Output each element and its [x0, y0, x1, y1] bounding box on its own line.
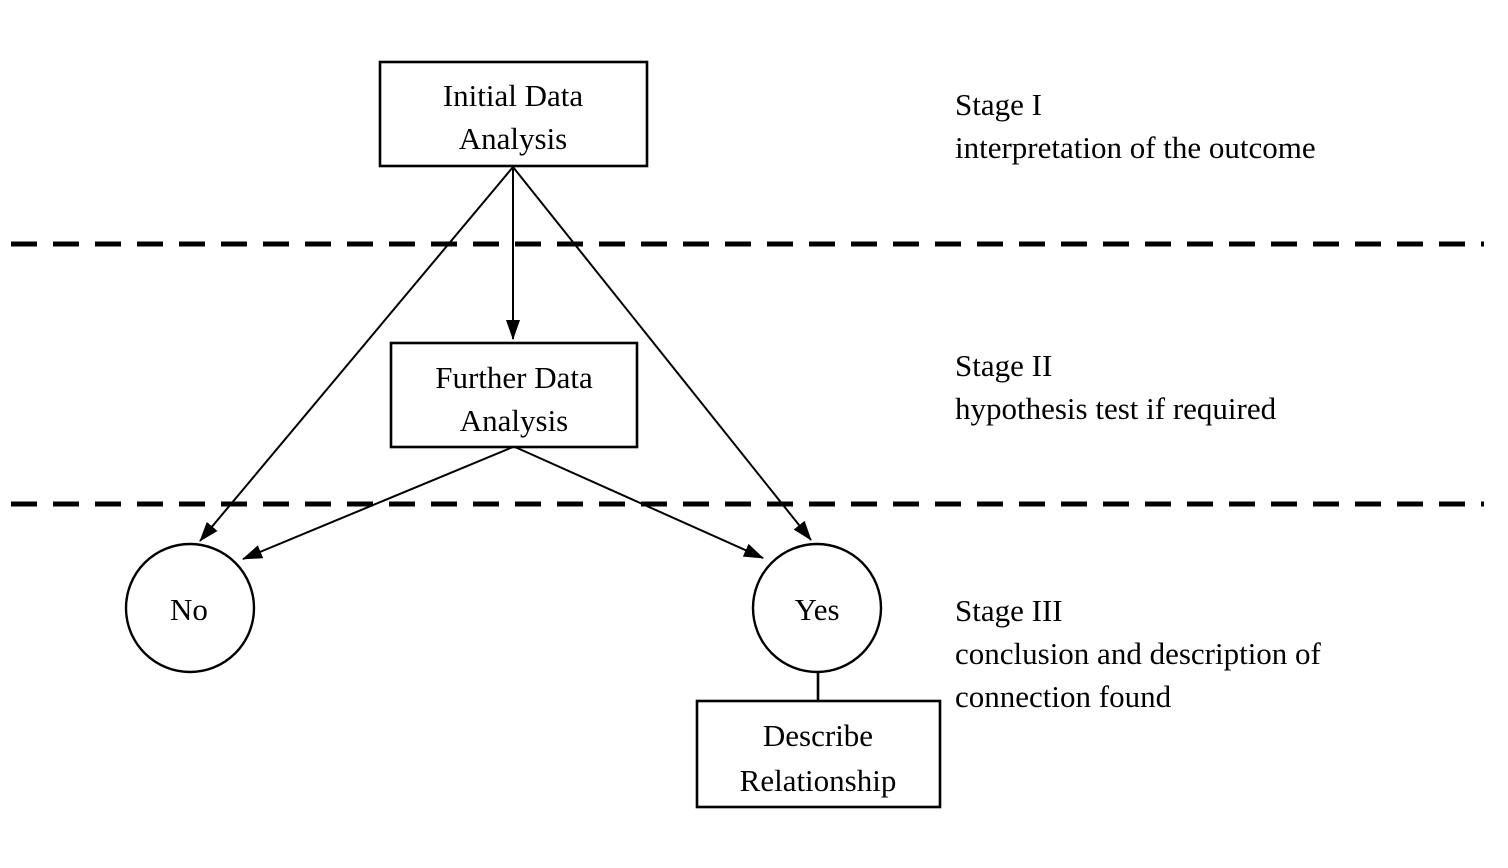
stage-1-description: interpretation of the outcome [955, 130, 1316, 165]
no-label: No [170, 592, 208, 627]
initial-data-analysis-label-line1: Initial Data [443, 78, 584, 113]
stage-3-description-line2: connection found [955, 679, 1172, 714]
stage-3-name: Stage III [955, 593, 1063, 628]
describe-relationship-label-line2: Relationship [740, 763, 897, 798]
initial-data-analysis-box [378, 60, 649, 168]
yes-circle [751, 542, 883, 674]
initial-data-analysis-label-line2: Analysis [459, 121, 568, 156]
arrow-further-to-yes [514, 446, 764, 559]
yes-label: Yes [794, 592, 839, 627]
further-data-analysis-label-line1: Further Data [435, 360, 593, 395]
arrow-initial-to-yes [512, 166, 812, 541]
further-data-analysis-label-line2: Analysis [460, 403, 569, 438]
no-circle [124, 542, 256, 674]
stage-3-description-line1: conclusion and description of [955, 636, 1322, 671]
arrow-initial-to-no [199, 166, 514, 542]
stage-2-name: Stage II [955, 348, 1052, 383]
stage-2-description: hypothesis test if required [955, 391, 1277, 426]
further-data-analysis-box [389, 341, 639, 449]
describe-relationship-box [695, 699, 942, 809]
describe-relationship-label-line1: Describe [763, 718, 873, 753]
arrow-further-to-no [242, 446, 514, 560]
stage-1-name: Stage I [955, 87, 1042, 122]
